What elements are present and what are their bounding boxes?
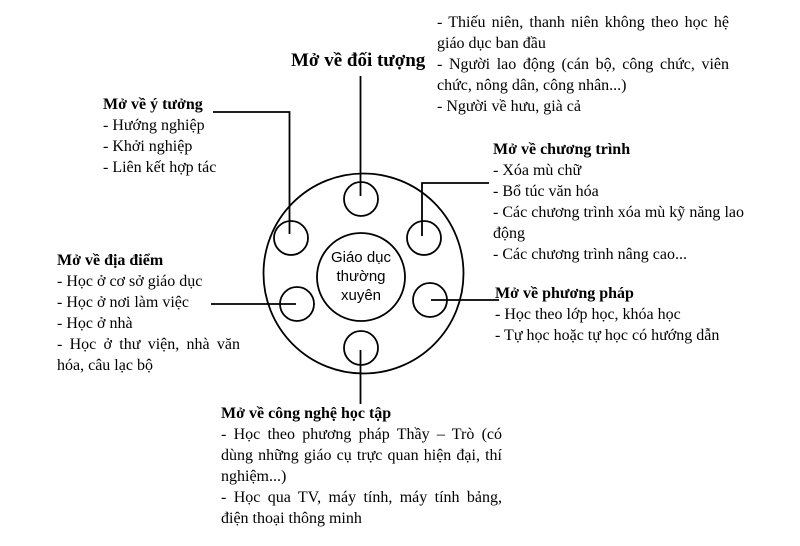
list-item: - Các chương trình nâng cao... (493, 246, 687, 263)
list-item: - Học ở cơ sở giáo dục (57, 273, 203, 290)
list-item: - Người lao động (cán bộ, công chức, viê… (437, 56, 729, 94)
list-item: - Hướng nghiệp (103, 117, 205, 134)
connector-y-tuong (213, 111, 291, 234)
list-item: - Các chương trình xóa mù kỹ năng lao độ… (493, 204, 744, 242)
node-circle-upper-right (406, 220, 442, 256)
outer-circle (262, 172, 465, 375)
branch-title-y-tuong: Mở về ý tưởng (103, 96, 203, 113)
list-item: - Tự học hoặc tự học có hướng dẫn (495, 327, 720, 344)
hub-circle (316, 232, 406, 322)
branch-phuong-phap: Mở về phương pháp - Học theo lớp học, kh… (495, 283, 755, 346)
list-item: - Xóa mù chữ (493, 162, 582, 179)
list-item: - Bổ túc văn hóa (493, 183, 599, 200)
list-item: - Liên kết hợp tác (103, 159, 217, 176)
branch-y-tuong: Mở về ý tưởng - Hướng nghiệp - Khởi nghi… (103, 94, 313, 178)
list-item: - Học theo phương pháp Thầy – Trò (có dù… (221, 426, 502, 485)
branch-title-dia-diem: Mở về địa điểm (57, 252, 164, 269)
branch-title-doi-tuong: Mở về đối tượng (291, 50, 426, 71)
node-circle-right (412, 282, 448, 318)
list-item: - Học qua TV, máy tính, máy tính bảng, đ… (221, 489, 502, 527)
list-item: - Người về hưu, già cả (437, 98, 581, 115)
list-item: - Học theo lớp học, khóa học (495, 306, 681, 323)
branch-title-chuong-trinh: Mở về chương trình (493, 141, 631, 158)
node-circle-top (343, 181, 379, 217)
connector-chuong-trinh (421, 182, 489, 236)
list-item: - Học ở nhà (57, 315, 133, 332)
node-circle-left (279, 286, 315, 322)
node-circle-bottom (343, 330, 379, 366)
hub-label: Giáo dục thường xuyên (330, 249, 392, 304)
branch-dia-diem: Mở về địa điểm - Học ở cơ sở giáo dục - … (57, 250, 240, 376)
branch-title-cong-nghe: Mở về công nghệ học tập (221, 405, 392, 422)
list-item: - Khởi nghiệp (103, 138, 193, 155)
list-item: - Thiếu niên, thanh niên không theo học … (437, 14, 729, 52)
branch-cong-nghe: Mở về công nghệ học tập - Học theo phươn… (221, 403, 502, 529)
node-circle-upper-left (273, 220, 309, 256)
list-item: - Học ở thư viện, nhà văn hóa, câu lạc b… (57, 336, 240, 374)
branch-doi-tuong-items: - Thiếu niên, thanh niên không theo học … (437, 12, 729, 117)
branch-chuong-trinh: Mở về chương trình - Xóa mù chữ - Bổ túc… (493, 139, 744, 265)
list-item: - Học ở nơi làm việc (57, 294, 189, 311)
branch-title-phuong-phap: Mở về phương pháp (495, 285, 634, 302)
